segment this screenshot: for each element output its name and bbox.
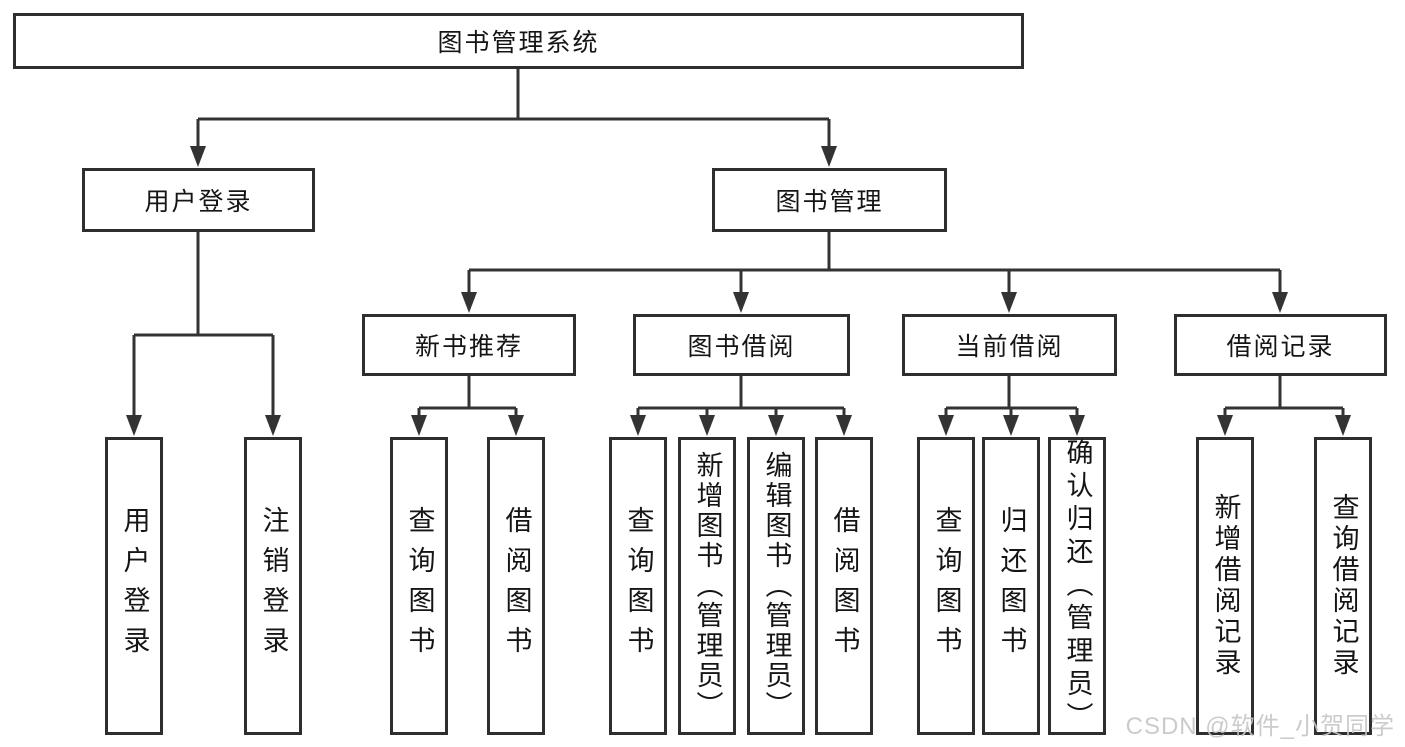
connector-book-management-to-level3 bbox=[461, 232, 1288, 313]
leaf-add-borrow-record: 新增借阅记录 bbox=[1196, 437, 1254, 735]
leaf-confirm-return-admin-label: 确认归还（管理员） bbox=[1062, 437, 1093, 735]
connector-root-to-level2 bbox=[190, 69, 837, 167]
node-root-system: 图书管理系统 bbox=[13, 13, 1024, 69]
csdn-watermark: CSDN @软件_小贺同学 bbox=[1125, 713, 1395, 740]
node-book-borrowing: 图书借阅 bbox=[633, 314, 850, 376]
leaf-return-books: 归还图书 bbox=[982, 437, 1040, 735]
node-book-management-label: 图书管理 bbox=[775, 188, 884, 216]
node-root-label: 图书管理系统 bbox=[437, 29, 600, 57]
leaf-return-books-label: 归还图书 bbox=[996, 506, 1027, 666]
node-user-login-branch-label: 用户登录 bbox=[144, 188, 253, 216]
node-new-book-recommend-label: 新书推荐 bbox=[414, 333, 523, 361]
node-current-borrowing: 当前借阅 bbox=[902, 314, 1117, 376]
connector-new-books-to-leaves bbox=[411, 376, 524, 436]
leaf-borrow-books: 借阅图书 bbox=[815, 437, 873, 735]
leaf-edit-books-admin-label: 编辑图书（管理员） bbox=[761, 451, 792, 721]
node-borrow-records: 借阅记录 bbox=[1174, 314, 1387, 376]
node-book-borrowing-label: 图书借阅 bbox=[687, 333, 796, 361]
leaf-edit-books-admin: 编辑图书（管理员） bbox=[747, 437, 805, 735]
leaf-confirm-return-admin: 确认归还（管理员） bbox=[1048, 437, 1106, 735]
leaf-query-books-current-label: 查询图书 bbox=[931, 506, 962, 666]
leaf-query-books-borrowing: 查询图书 bbox=[609, 437, 667, 735]
leaf-user-login-label: 用户登录 bbox=[119, 506, 150, 666]
leaf-borrow-books-label: 借阅图书 bbox=[829, 506, 860, 666]
leaf-query-books-recommend-label: 查询图书 bbox=[404, 506, 435, 666]
node-book-management: 图书管理 bbox=[712, 168, 947, 232]
connector-user-login-to-leaves bbox=[126, 232, 281, 436]
node-borrow-records-label: 借阅记录 bbox=[1226, 333, 1335, 361]
connector-borrow-records-to-leaves bbox=[1217, 376, 1351, 436]
leaf-query-borrow-record: 查询借阅记录 bbox=[1314, 437, 1372, 735]
node-new-book-recommend: 新书推荐 bbox=[362, 314, 576, 376]
node-current-borrowing-label: 当前借阅 bbox=[955, 333, 1064, 361]
leaf-add-books-admin-label: 新增图书（管理员） bbox=[692, 451, 723, 721]
connector-book-borrowing-to-leaves bbox=[630, 376, 852, 436]
leaf-add-borrow-record-label: 新增借阅记录 bbox=[1210, 493, 1241, 679]
leaf-borrow-books-recommend-label: 借阅图书 bbox=[501, 506, 532, 666]
leaf-logout-label: 注销登录 bbox=[258, 506, 289, 666]
leaf-query-books-recommend: 查询图书 bbox=[390, 437, 448, 735]
leaf-borrow-books-recommend: 借阅图书 bbox=[487, 437, 545, 735]
leaf-add-books-admin: 新增图书（管理员） bbox=[678, 437, 736, 735]
leaf-logout: 注销登录 bbox=[244, 437, 302, 735]
leaf-user-login: 用户登录 bbox=[105, 437, 163, 735]
leaf-query-books-borrowing-label: 查询图书 bbox=[623, 506, 654, 666]
node-user-login-branch: 用户登录 bbox=[82, 168, 315, 232]
leaf-query-books-current: 查询图书 bbox=[917, 437, 975, 735]
connector-current-borrowing-to-leaves bbox=[938, 376, 1085, 436]
leaf-query-borrow-record-label: 查询借阅记录 bbox=[1328, 493, 1359, 679]
